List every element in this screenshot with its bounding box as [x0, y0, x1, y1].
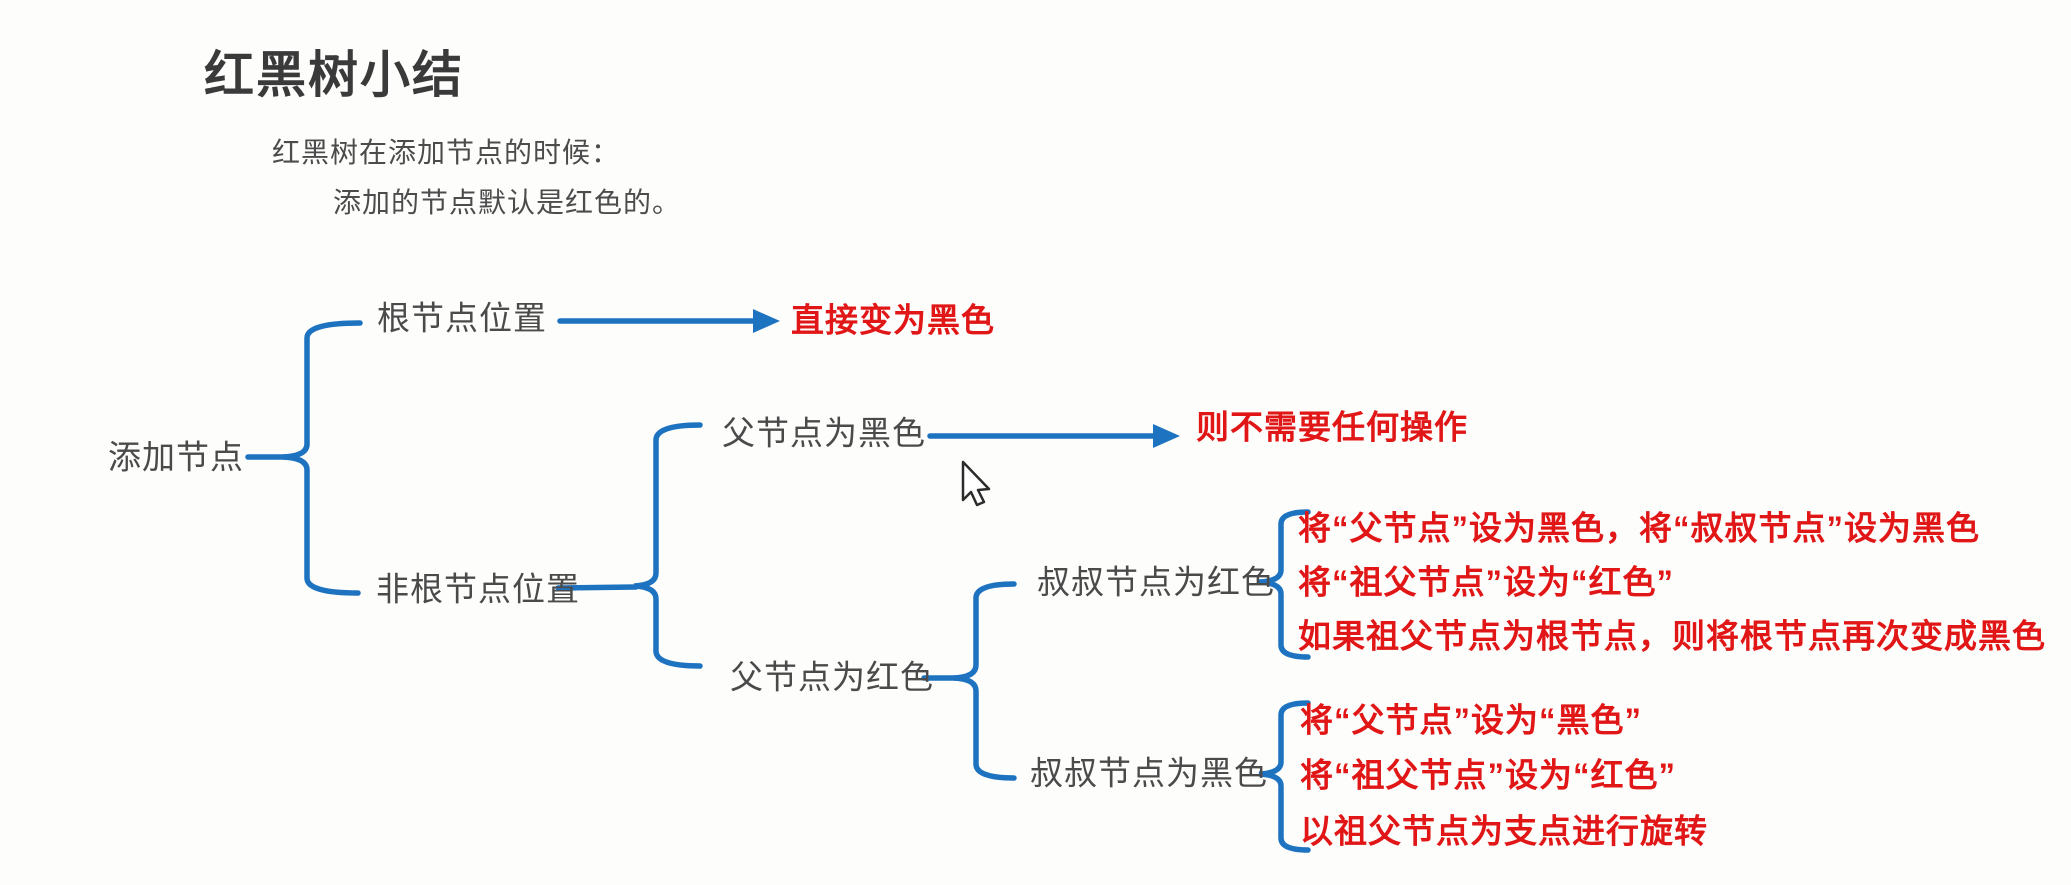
action-uncle-red-3: 如果祖父节点为根节点，则将根节点再次变成黑色: [1298, 617, 2046, 655]
action-uncle-red-2: 将“祖父节点”设为“红色”: [1298, 563, 1674, 601]
arrow-root-result-head: [753, 309, 780, 333]
mouse-cursor-icon: [961, 460, 991, 507]
connector-non-root-stub: [555, 584, 639, 591]
page-title: 红黑树小结: [204, 47, 464, 103]
action-uncle-black-3: 以祖父节点为支点进行旋转: [1300, 812, 1708, 850]
action-uncle-black-2: 将“祖父节点”设为“红色”: [1300, 756, 1676, 794]
node-parent-red: 父节点为红色: [730, 658, 934, 696]
intro-line-2: 添加的节点默认是红色的。: [333, 187, 682, 218]
result-root-position: 直接变为黑色: [791, 301, 995, 339]
node-uncle-red: 叔叔节点为红色: [1037, 563, 1275, 601]
brace-root-level: [282, 320, 363, 596]
brace-non-root-level: [633, 422, 703, 669]
node-parent-black: 父节点为黑色: [722, 414, 926, 452]
action-uncle-red-1: 将“父节点”设为黑色，将“叔叔节点”设为黑色: [1298, 509, 1980, 547]
brace-parent-red-level: [953, 581, 1017, 781]
brace-uncle-black-actions: [1258, 700, 1311, 853]
node-uncle-black: 叔叔节点为黑色: [1030, 754, 1268, 792]
intro-line-1: 红黑树在添加节点的时候：: [272, 137, 621, 168]
node-non-root-position: 非根节点位置: [376, 570, 580, 608]
arrow-parent-black-head: [1153, 424, 1180, 448]
node-root-position: 根节点位置: [377, 299, 547, 337]
node-add-node: 添加节点: [108, 438, 244, 476]
result-parent-black: 则不需要任何操作: [1196, 408, 1468, 446]
action-uncle-black-1: 将“父节点”设为“黑色”: [1300, 701, 1642, 739]
brace-uncle-red-actions: [1258, 509, 1311, 660]
